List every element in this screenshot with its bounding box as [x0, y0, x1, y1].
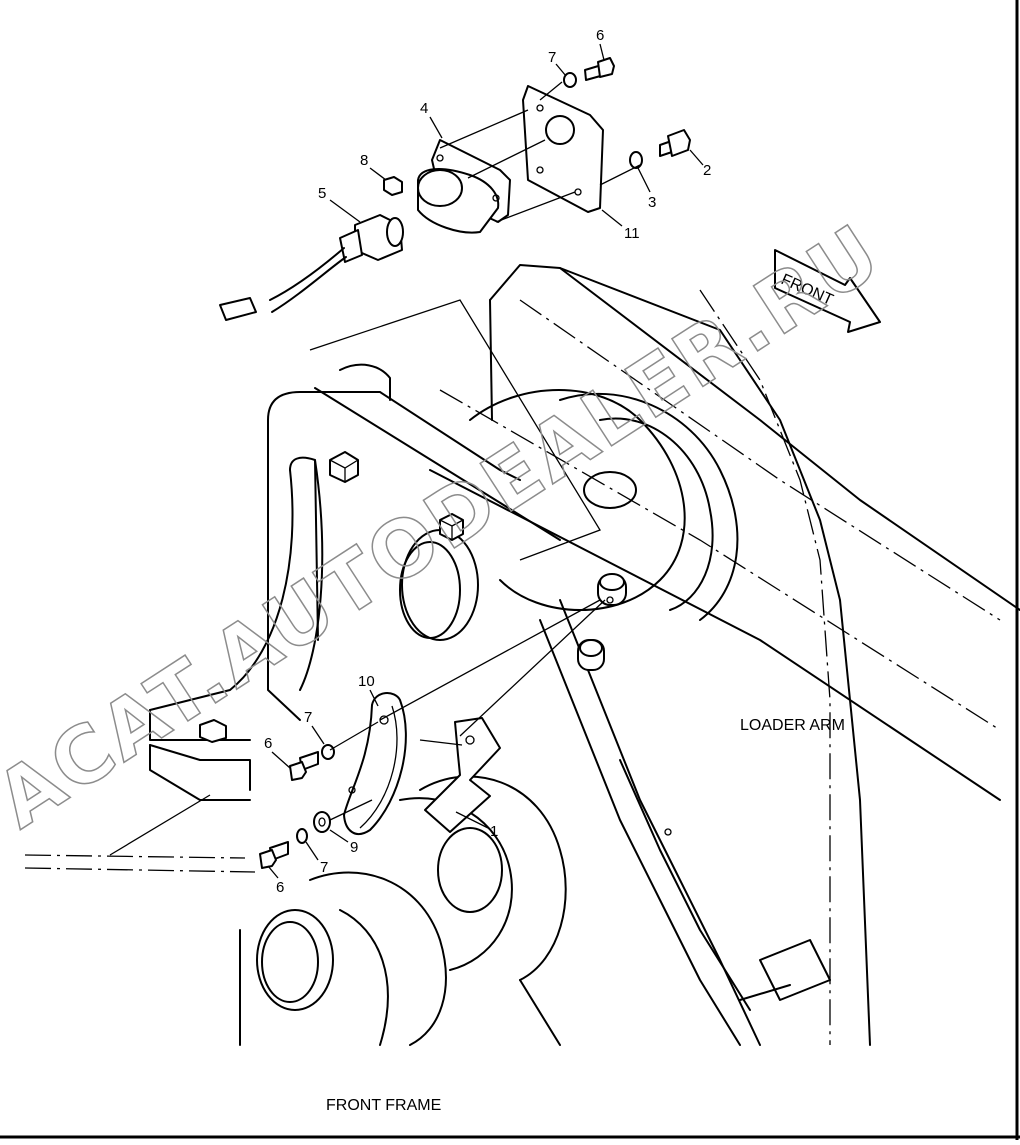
- callout-11: 11: [624, 225, 640, 242]
- front-frame-label: FRONT FRAME: [326, 1097, 441, 1114]
- callout-10: 10: [358, 673, 375, 690]
- callout-6-bottom: 6: [276, 879, 284, 896]
- sensor-assembly-parts: [219, 57, 691, 561]
- callout-7-top: 7: [548, 49, 556, 66]
- callout-6-top: 6: [596, 27, 604, 44]
- callout-4: 4: [420, 100, 428, 117]
- callout-3: 3: [648, 194, 656, 211]
- callout-2: 2: [703, 162, 711, 179]
- loader-arm-label: LOADER ARM: [740, 717, 845, 734]
- callout-9: 9: [350, 839, 358, 856]
- callout-numbers: 6 7 4 8 5 2 3 11 10 7 6 1 9 7 6: [264, 27, 711, 896]
- callout-8: 8: [360, 152, 368, 169]
- lower-bracket-parts: [259, 599, 606, 869]
- callout-6-mid: 6: [264, 735, 272, 752]
- callout-1: 1: [490, 823, 498, 840]
- callout-7-mid: 7: [304, 709, 312, 726]
- callout-5: 5: [318, 185, 326, 202]
- callout-7-bottom: 7: [320, 859, 328, 876]
